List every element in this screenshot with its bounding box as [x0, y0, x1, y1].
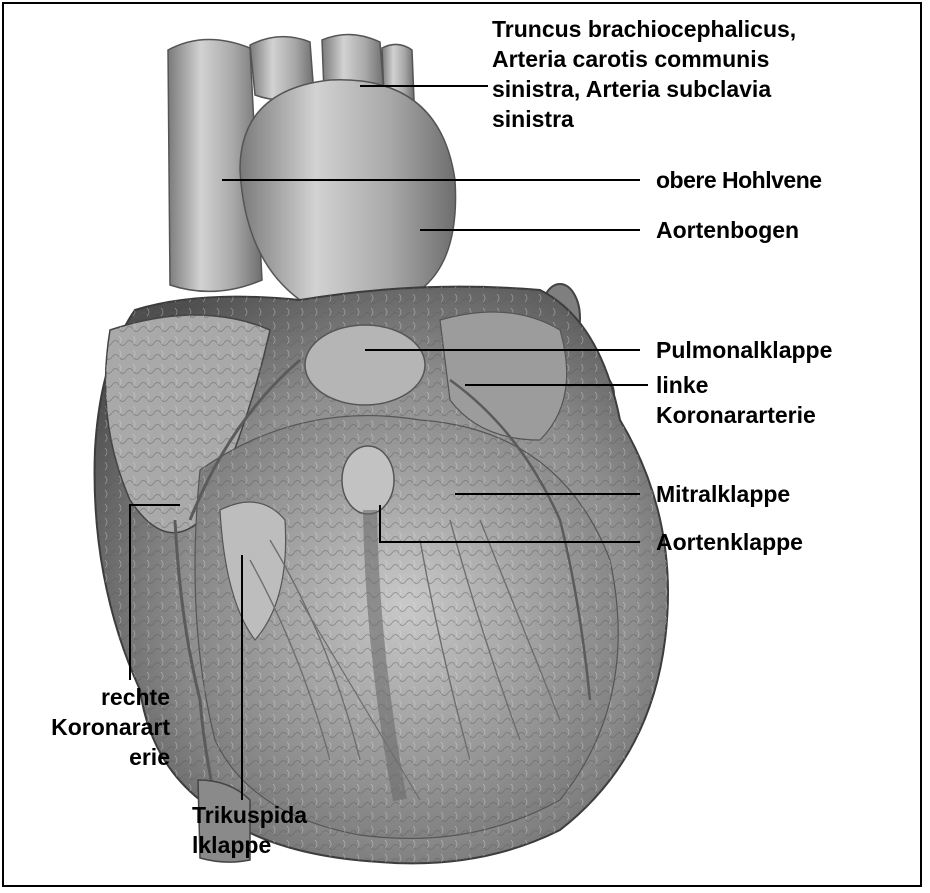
label-pulmonalklappe: Pulmonalklappe [656, 335, 832, 365]
label-truncus: Truncus brachiocephalicus, Arteria carot… [492, 14, 796, 134]
label-aortenbogen: Aortenbogen [656, 215, 799, 245]
label-rechte-koronararterie: rechte Koronarart erie [30, 682, 170, 772]
label-mitralklappe: Mitralklappe [656, 479, 790, 509]
label-trikuspidalklappe: Trikuspida lklappe [192, 800, 307, 860]
aortic-arch [240, 80, 456, 300]
label-aortenklappe: Aortenklappe [656, 527, 803, 557]
label-obere-hohlvene: obere Hohlvene [656, 165, 822, 195]
heart-body [95, 287, 668, 864]
label-linke-koronararterie: linke Koronararterie [656, 370, 816, 430]
